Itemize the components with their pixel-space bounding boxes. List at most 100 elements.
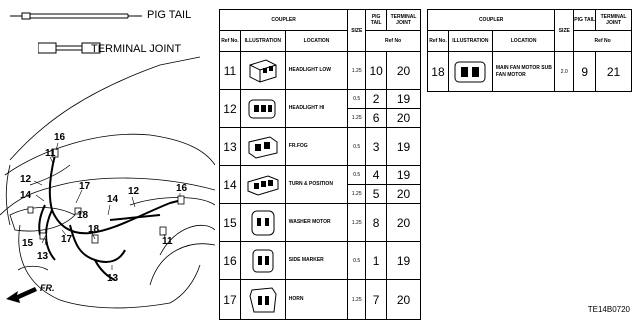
- pig-tail-label: PIG TAIL: [147, 9, 192, 21]
- connector-icon: [252, 249, 274, 272]
- location-header: LOCATION: [491, 30, 556, 52]
- front-direction-arrow: [6, 287, 37, 303]
- ref-no-cell: 13: [219, 127, 241, 166]
- location-cell: HORN: [284, 279, 349, 320]
- front-direction-label: FR.: [40, 283, 55, 293]
- size-cell: 1.25: [347, 108, 367, 128]
- pig-tail-cell: 1: [365, 241, 388, 280]
- size-cell: 1.25: [347, 184, 367, 204]
- callout-12: 12: [128, 186, 140, 197]
- location-cell: SIDE MARKER: [284, 241, 349, 280]
- callout-13: 13: [37, 251, 49, 262]
- callout-14: 14: [107, 194, 119, 205]
- illustration-cell: [239, 51, 286, 90]
- callout-14: 14: [20, 190, 32, 201]
- illustration-cell: [239, 165, 286, 204]
- callout-12: 12: [20, 174, 32, 185]
- pig-tail-cell: 4: [365, 165, 388, 185]
- location-cell: FR.FOG: [284, 127, 349, 166]
- coupler-table-main: COUPLER SIZE PIG TAIL TERMINAL JOINT Ref…: [218, 9, 421, 320]
- pig-tail-cell: 5: [365, 184, 388, 204]
- connector-icon: [454, 61, 486, 82]
- callout-16: 16: [54, 132, 66, 143]
- pig-tail-cell: 8: [365, 203, 388, 242]
- ref-no-sub-header: Ref No: [573, 30, 632, 52]
- terminal-joint-cell: 19: [386, 89, 421, 109]
- terminal-joint-cell: 20: [386, 184, 421, 204]
- connector-icon: [251, 210, 275, 235]
- pig-tail-icon: [10, 12, 142, 20]
- terminal-joint-cell: 19: [386, 127, 421, 166]
- ref-no-cell: 15: [219, 203, 241, 242]
- callout-17: 17: [79, 181, 91, 192]
- terminal-joint-cell: 19: [386, 241, 421, 280]
- ref-no-cell: 14: [219, 165, 241, 204]
- pig-tail-header: PIG TAIL: [365, 9, 388, 31]
- coupler-table-fan: COUPLER SIZE PIG TAIL TERMINAL JOINT Ref…: [426, 9, 632, 92]
- location-cell: MAIN FAN MOTOR SUB FAN MOTOR: [491, 51, 556, 92]
- callout-18: 18: [77, 210, 89, 221]
- pig-tail-cell: 10: [365, 51, 388, 90]
- location-cell: HEADLIGHT LOW: [284, 51, 349, 90]
- size-cell: 2.0: [554, 51, 575, 92]
- ref-no-cell: 11: [219, 51, 241, 90]
- terminal-joint-cell: 20: [386, 108, 421, 128]
- callout-11: 11: [45, 148, 56, 159]
- terminal-joint-icon: [38, 42, 101, 54]
- ref-no-cell: 17: [219, 279, 241, 320]
- callout-18: 18: [88, 224, 100, 235]
- size-cell: 0.5: [347, 165, 367, 185]
- location-cell: WASHER MOTOR: [284, 203, 349, 242]
- size-header: SIZE: [554, 9, 575, 52]
- ref-no-cell: 16: [219, 241, 241, 280]
- size-cell: 0.5: [347, 127, 367, 166]
- callout-11: 11: [162, 236, 173, 247]
- terminal-joint-cell: 21: [595, 51, 632, 92]
- wire-harness-diagram: [0, 56, 215, 309]
- location-cell: TURN & POSITION: [284, 165, 349, 204]
- connector-icon: [249, 58, 277, 83]
- connector-icon: [247, 174, 279, 196]
- pig-tail-cell: 7: [365, 279, 388, 320]
- pig-tail-cell: 6: [365, 108, 388, 128]
- ref-no-cell: 18: [427, 51, 449, 92]
- callout-13: 13: [107, 273, 119, 284]
- illustration-cell: [239, 279, 286, 320]
- illustration-cell: [239, 127, 286, 166]
- ref-no-header: Ref No.: [219, 30, 241, 52]
- coupler-header: COUPLER: [218, 9, 349, 31]
- pig-tail-cell: 9: [573, 51, 597, 92]
- pig-tail-header: PIG TAIL: [573, 9, 597, 31]
- terminal-joint-cell: 20: [386, 203, 421, 242]
- connector-icon: [249, 286, 277, 312]
- pig-tail-cell: 3: [365, 127, 388, 166]
- terminal-joint-label: TERMINAL JOINT: [91, 43, 182, 55]
- illustration-cell: [447, 51, 493, 92]
- illustration-cell: [239, 241, 286, 280]
- callout-15: 15: [22, 238, 34, 249]
- size-header: SIZE: [347, 9, 367, 52]
- terminal-joint-cell: 20: [386, 279, 421, 320]
- terminal-joint-cell: 20: [386, 51, 421, 90]
- ref-no-sub-header: Ref No: [365, 30, 421, 52]
- illustration-cell: [239, 89, 286, 128]
- legend: PIG TAIL TERMINAL JOINT: [10, 6, 210, 56]
- coupler-header: COUPLER: [426, 9, 556, 31]
- connector-icon: [248, 99, 276, 118]
- location-header: LOCATION: [284, 30, 349, 52]
- size-cell: 1.25: [347, 203, 367, 242]
- callout-16: 16: [176, 183, 188, 194]
- ref-no-header: Ref No.: [427, 30, 449, 52]
- ref-no-cell: 12: [219, 89, 241, 128]
- size-cell: 0.5: [347, 241, 367, 280]
- location-cell: HEADLIGHT HI: [284, 89, 349, 128]
- size-cell: 1.25: [347, 51, 367, 90]
- illustration-header: ILLUSTRATION: [239, 30, 286, 52]
- illustration-header: ILLUSTRATION: [447, 30, 493, 52]
- illustration-cell: [239, 203, 286, 242]
- terminal-joint-cell: 19: [386, 165, 421, 185]
- part-code: TE14B0720: [587, 305, 630, 314]
- callout-17: 17: [61, 234, 73, 245]
- size-cell: 0.5: [347, 89, 367, 109]
- pig-tail-cell: 2: [365, 89, 388, 109]
